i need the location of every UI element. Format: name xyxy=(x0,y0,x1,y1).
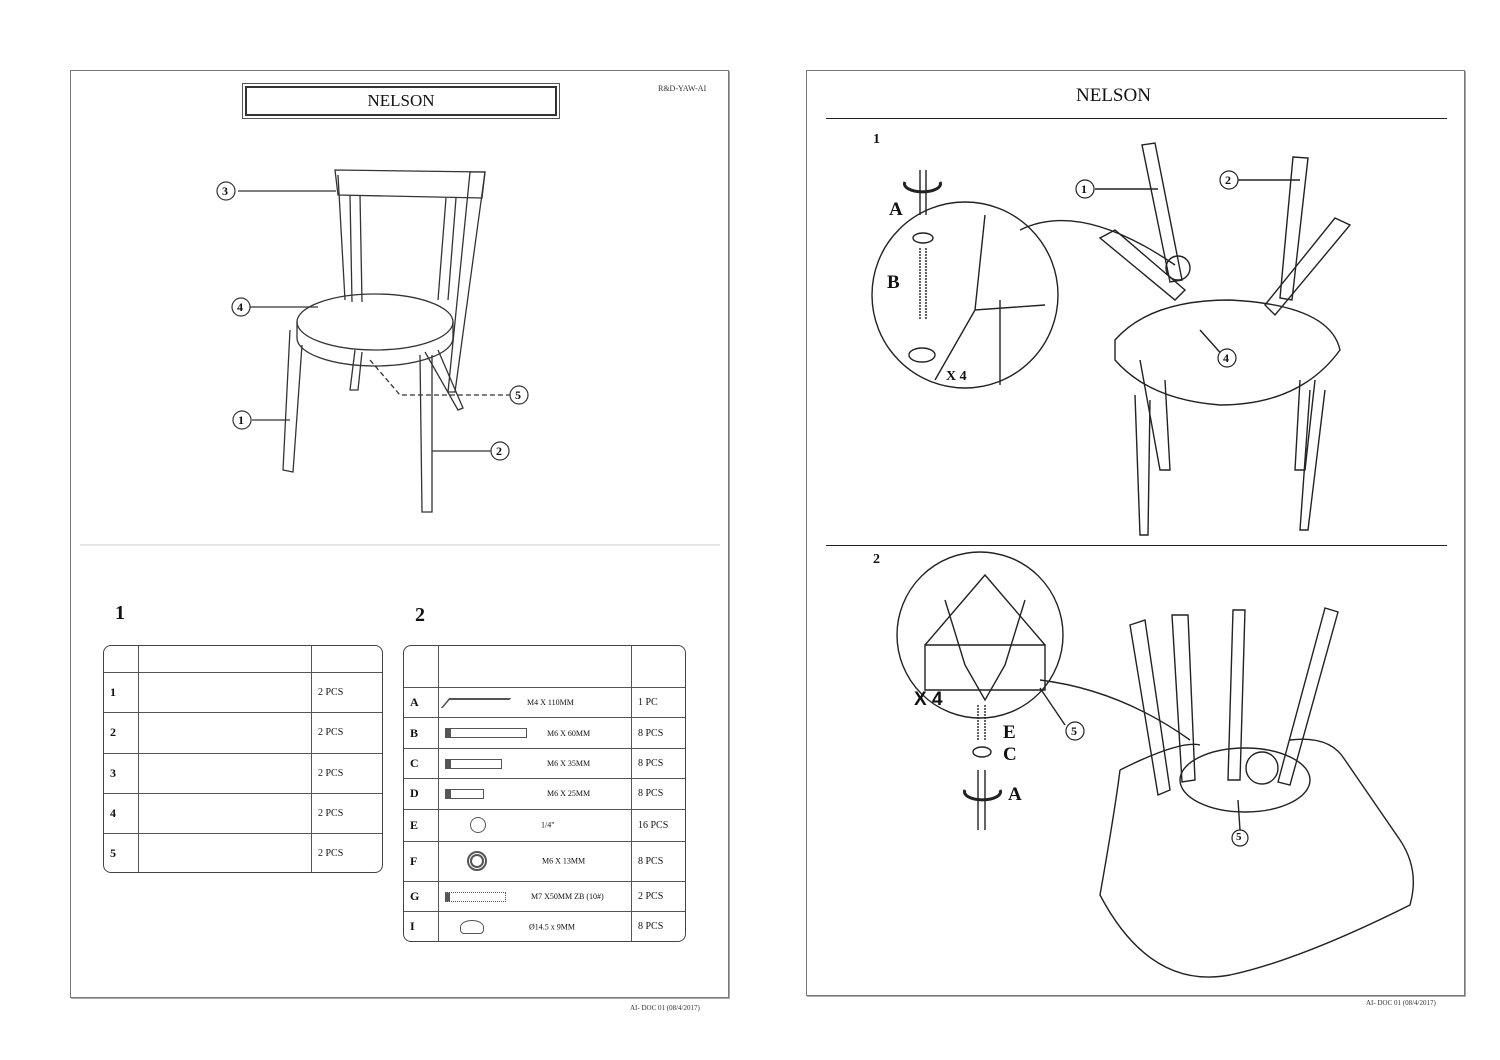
part-a-label: A xyxy=(1008,784,1022,805)
medium-bolt-icon xyxy=(445,758,502,769)
step-1-label: 1 xyxy=(873,132,880,147)
right-footer: AI- DOC 01 (08/4/2017) xyxy=(1366,999,1436,1007)
long-bolt-icon xyxy=(445,728,527,739)
hardware-list-heading: 2 xyxy=(415,604,425,626)
title-rule xyxy=(826,118,1447,119)
part-a-label: A xyxy=(889,199,903,220)
callout-1: 1 xyxy=(238,413,244,427)
callout-2: 2 xyxy=(1225,173,1231,187)
right-page xyxy=(806,70,1465,996)
callout-5: 5 xyxy=(1236,831,1242,843)
short-bolt-icon xyxy=(445,789,484,800)
left-page-title: NELSON xyxy=(242,83,560,119)
callout-1: 1 xyxy=(1081,182,1087,196)
right-page-title: NELSON xyxy=(1076,85,1151,106)
left-footer: AI- DOC 01 (08/4/2017) xyxy=(630,1004,700,1012)
screw-icon xyxy=(445,891,506,902)
part-b-label: B xyxy=(887,272,900,293)
callout-5: 5 xyxy=(515,388,521,402)
callout-2: 2 xyxy=(496,444,502,458)
spring-washer-icon xyxy=(470,817,486,834)
callout-4: 4 xyxy=(237,300,243,314)
quantity-x4: X 4 xyxy=(946,369,967,384)
callout-3: 3 xyxy=(222,184,228,198)
allen-key-icon xyxy=(440,697,512,708)
parts-list-heading: 1 xyxy=(115,602,125,624)
step-2-label: 2 xyxy=(873,552,880,567)
part-c-label: C xyxy=(1003,744,1017,765)
flat-washer-icon xyxy=(467,851,487,872)
left-page xyxy=(70,70,729,998)
callout-5: 5 xyxy=(1071,724,1077,738)
step-divider xyxy=(826,545,1447,546)
callout-4: 4 xyxy=(1223,351,1229,365)
cap-icon xyxy=(460,919,484,934)
part-e-label: E xyxy=(1003,722,1016,743)
quantity-x4: X 4 xyxy=(914,689,943,710)
document-code: R&D-YAW-AI xyxy=(658,84,707,93)
